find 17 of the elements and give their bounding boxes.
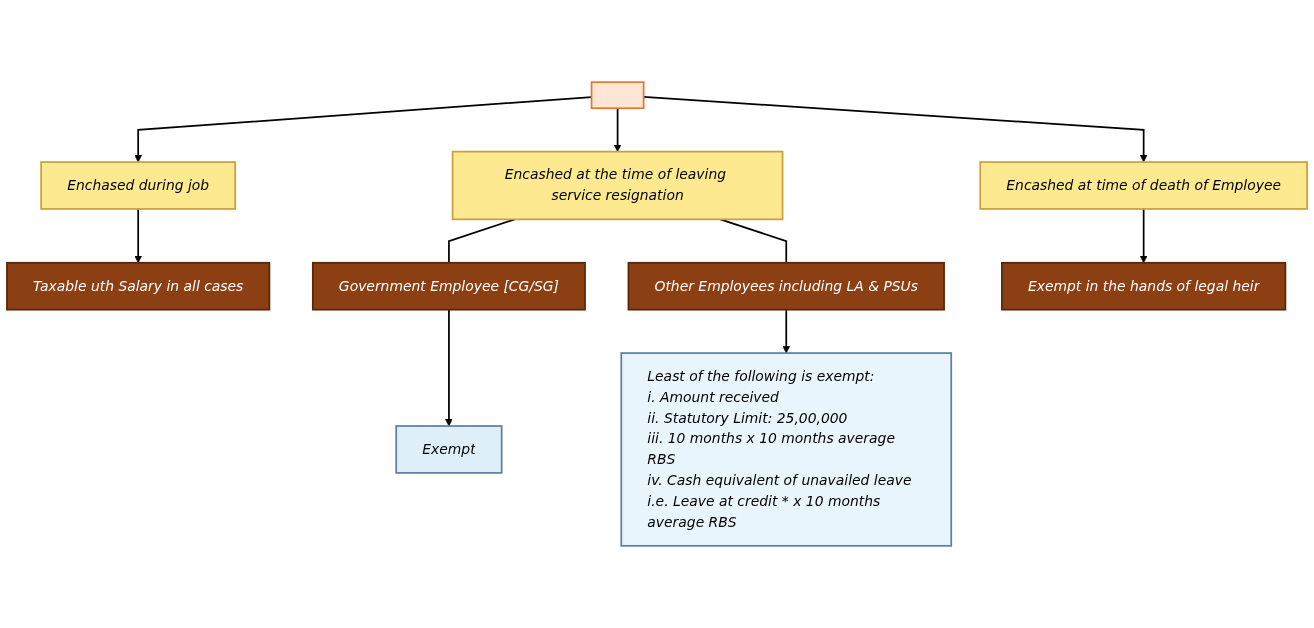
node-box: Encashed at the time of leaving service resignation	[451, 150, 784, 221]
arrow	[134, 208, 142, 264]
connector	[448, 218, 516, 264]
arrow	[445, 308, 453, 427]
node-box: Government Employee [CG/SG]	[311, 261, 586, 311]
node-box: Encashed at time of death of Employee	[979, 161, 1308, 210]
arrow	[1139, 208, 1148, 264]
node-box: Enchased during job	[40, 161, 237, 210]
arrow	[782, 308, 791, 354]
node-box	[590, 81, 645, 110]
node-box: Exempt in the hands of legal heir	[1001, 261, 1287, 311]
node-box: Taxable uth Salary in all cases	[6, 261, 271, 311]
arrow	[613, 107, 622, 152]
connector	[719, 218, 788, 264]
node-box: Least of the following is exempt: i. Amount received ii. Statutory Limit: 25,00,000 iii. 10 months x 10 months average RBS iv. Cash equivalent of unavailed leave i.e. Leave at credit * x 10 months average RBS	[620, 352, 953, 547]
node-box: Other Employees including LA & PSUs	[627, 261, 945, 311]
node-box: Exempt	[395, 425, 503, 474]
